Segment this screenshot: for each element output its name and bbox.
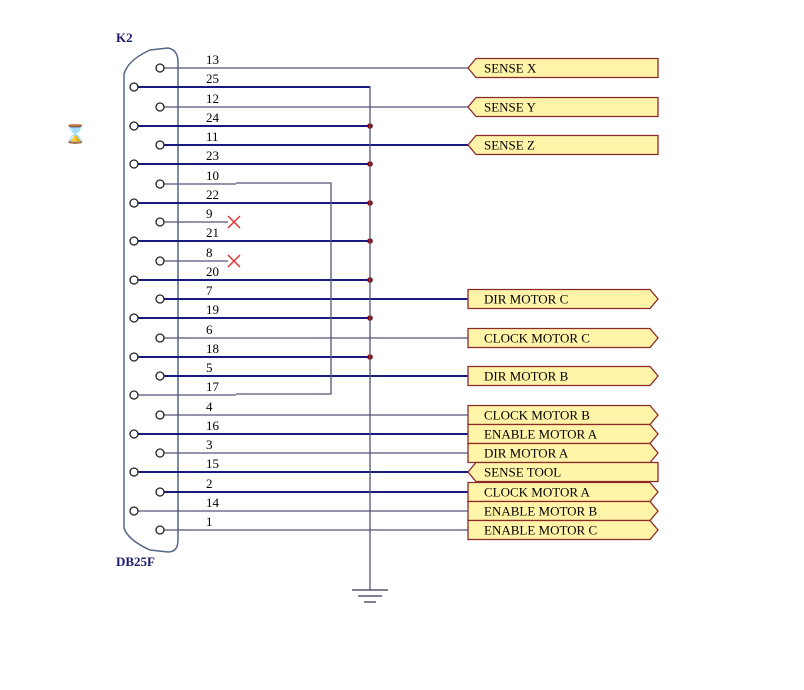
pin-8-circle bbox=[155, 256, 165, 266]
pin-9-circle bbox=[155, 217, 165, 227]
net-port-4 bbox=[467, 327, 659, 349]
hourglass-icon: ⌛ bbox=[64, 124, 87, 145]
pin-16-circle bbox=[129, 429, 139, 439]
pin-number: 25 bbox=[206, 71, 219, 86]
pin-number: 11 bbox=[206, 129, 219, 144]
pin-3-circle bbox=[155, 448, 165, 458]
net-port-label: ENABLE MOTOR B bbox=[484, 504, 597, 519]
net-port-3 bbox=[467, 288, 659, 310]
pin-number: 16 bbox=[206, 418, 220, 433]
pin-number: 5 bbox=[206, 360, 213, 375]
pin-23-circle bbox=[129, 159, 139, 169]
pin-22-circle bbox=[129, 198, 139, 208]
net-port-8 bbox=[467, 442, 659, 464]
net-port-label: DIR MOTOR C bbox=[484, 292, 568, 307]
pin-17-circle bbox=[129, 390, 139, 400]
pin-15-circle bbox=[129, 467, 139, 477]
pin-6-circle bbox=[155, 333, 165, 343]
net-port-label: DIR MOTOR A bbox=[484, 446, 569, 461]
pin-18-circle bbox=[129, 352, 139, 362]
pin-12-circle bbox=[155, 102, 165, 112]
pin-number: 12 bbox=[206, 91, 219, 106]
connector-shell bbox=[123, 47, 179, 553]
pin-20-circle bbox=[129, 275, 139, 285]
net-port-label: SENSE X bbox=[484, 61, 537, 76]
pin-number: 8 bbox=[206, 245, 213, 260]
connector-type-label: DB25F bbox=[116, 554, 155, 569]
net-port-label: ENABLE MOTOR C bbox=[484, 523, 597, 538]
net-port-2 bbox=[467, 134, 659, 156]
pin-number: 6 bbox=[206, 322, 213, 337]
pin-24-circle bbox=[129, 121, 139, 131]
pin-10-circle bbox=[155, 179, 165, 189]
net-port-9 bbox=[467, 461, 659, 483]
pin-5-circle bbox=[155, 371, 165, 381]
pin-number: 7 bbox=[206, 283, 213, 298]
pin-7-circle bbox=[155, 294, 165, 304]
pin-14-circle bbox=[129, 506, 139, 516]
pin-number: 24 bbox=[206, 110, 220, 125]
net-port-label: CLOCK MOTOR B bbox=[484, 408, 590, 423]
ports-layer: SENSE X SENSE Y SENSE Z DIR MOTOR C CLOCK MO… bbox=[467, 57, 659, 541]
pin-2-circle bbox=[155, 487, 165, 497]
net-port-label: ENABLE MOTOR A bbox=[484, 427, 598, 442]
no-connect-icon bbox=[227, 254, 241, 268]
net-port-label: CLOCK MOTOR C bbox=[484, 331, 590, 346]
net-port-label: CLOCK MOTOR A bbox=[484, 485, 591, 500]
net-port-12 bbox=[467, 519, 659, 541]
pins-layer: 13 25 12 24 11 23 10 22 9 21 8 20 7 19 6 18 5 17 4 16 3 15 2 14… bbox=[129, 52, 220, 535]
ground-icon bbox=[352, 86, 388, 603]
pin-number: 14 bbox=[206, 495, 220, 510]
net-port-0 bbox=[467, 57, 659, 79]
pin-11-circle bbox=[155, 140, 165, 150]
pin-number: 20 bbox=[206, 264, 219, 279]
pin-number: 2 bbox=[206, 476, 213, 491]
pin-number: 23 bbox=[206, 148, 219, 163]
pin-number: 13 bbox=[206, 52, 219, 67]
net-port-5 bbox=[467, 365, 659, 387]
pin-number: 18 bbox=[206, 341, 219, 356]
pin-number: 9 bbox=[206, 206, 213, 221]
pin-number: 22 bbox=[206, 187, 219, 202]
pin-number: 4 bbox=[206, 399, 213, 414]
wires-layer bbox=[138, 67, 468, 531]
net-port-label: SENSE Z bbox=[484, 138, 535, 153]
net-port-11 bbox=[467, 500, 659, 522]
pin-number: 15 bbox=[206, 456, 219, 471]
pin-number: 3 bbox=[206, 437, 213, 452]
net-port-label: SENSE TOOL bbox=[484, 465, 561, 480]
connector-ref-label: K2 bbox=[116, 30, 133, 45]
net-port-7 bbox=[467, 423, 659, 445]
net-port-10 bbox=[467, 481, 659, 503]
no-connect-icon bbox=[227, 215, 241, 229]
net-port-6 bbox=[467, 404, 659, 426]
pin-number: 17 bbox=[206, 379, 220, 394]
pin-number: 1 bbox=[206, 514, 213, 529]
net-port-label: DIR MOTOR B bbox=[484, 369, 569, 384]
net-port-label: SENSE Y bbox=[484, 100, 536, 115]
pin-19-circle bbox=[129, 313, 139, 323]
net-port-1 bbox=[467, 96, 659, 118]
pin-1-circle bbox=[155, 525, 165, 535]
pin-number: 10 bbox=[206, 168, 219, 183]
pin-4-circle bbox=[155, 410, 165, 420]
loop-wire bbox=[236, 182, 332, 395]
pin-number: 21 bbox=[206, 225, 219, 240]
pin-number: 19 bbox=[206, 302, 219, 317]
pin-21-circle bbox=[129, 236, 139, 246]
pin-25-circle bbox=[129, 82, 139, 92]
pin-13-circle bbox=[155, 63, 165, 73]
